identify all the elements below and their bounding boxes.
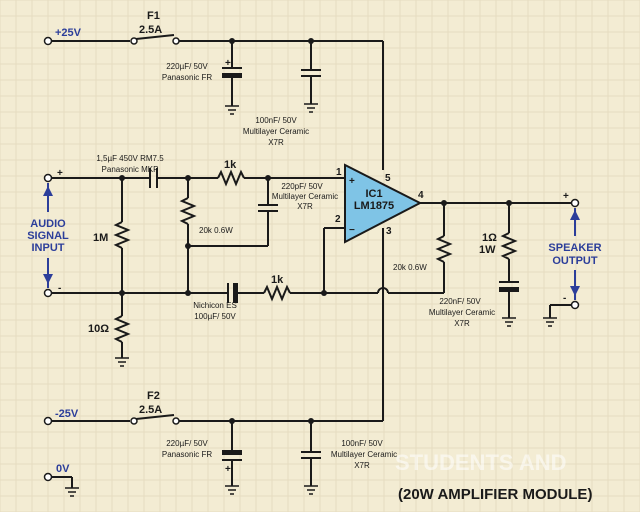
res-10-ohm-value: 10Ω — [88, 323, 109, 335]
cap-220pf-dielectric: X7R — [297, 202, 313, 211]
capacitor-100nf-bottom: 100nF/ 50V Multilayer Ceramic X7R — [301, 421, 397, 495]
cap-220uf-top-brand: Panasonic FR — [162, 73, 212, 82]
pin-3: 3 — [386, 226, 392, 237]
cap-zobel-type: Multilayer Ceramic — [429, 308, 495, 317]
fuse-f1-name: F1 — [147, 10, 160, 22]
negative-rail-label: -25V — [55, 408, 79, 420]
res-zobel-value: 1Ω — [482, 232, 497, 244]
input-minus-sign: - — [58, 283, 61, 294]
fuse-f2: F2 2.5A — [130, 390, 180, 425]
ground-terminal: 0V — [43, 463, 79, 497]
resistor-20k-bias: 20k 0.6W — [179, 178, 233, 293]
resistor-1m: 1M — [93, 178, 131, 293]
speaker-label-line1: SPEAKER — [548, 242, 601, 254]
positive-rail-terminal[interactable] — [43, 36, 53, 46]
input-label-line3: INPUT — [32, 242, 65, 254]
positive-rail: +25V F1 2.5A + 220µF/ 50V Panasonic FR — [43, 10, 384, 170]
res-1k-fb-value: 1k — [271, 274, 284, 286]
cap-100nf-bottom-dielectric: X7R — [354, 461, 370, 470]
fuse-f2-name: F2 — [147, 390, 160, 402]
input-label-line1: AUDIO — [30, 218, 66, 230]
speaker-plus-terminal[interactable] — [570, 198, 580, 208]
negative-rail-terminal[interactable] — [43, 416, 53, 426]
fuse-f2-rating: 2.5A — [139, 404, 162, 416]
pin-5: 5 — [385, 173, 391, 184]
cap-220uf-bottom-brand: Panasonic FR — [162, 450, 212, 459]
speaker-label-line2: OUTPUT — [552, 255, 598, 267]
capacitor-220uf-top: + 220µF/ 50V Panasonic FR — [162, 41, 242, 115]
cap-zobel-dielectric: X7R — [454, 319, 470, 328]
ground-label: 0V — [56, 463, 70, 475]
cap-zobel-spec: 220nF/ 50V — [439, 297, 481, 306]
speaker-minus-terminal[interactable] — [570, 300, 580, 310]
cap-fb-brand: Nichicon ES — [193, 301, 237, 310]
ic-noninverting-sign: + — [349, 176, 355, 187]
cap-fb-spec: 100µF/ 50V — [194, 312, 236, 321]
cap-220pf-type: Multilayer Ceramic — [272, 192, 338, 201]
cap-100nf-top-spec: 100nF/ 50V — [255, 116, 297, 125]
ground-terminal-pad[interactable] — [43, 472, 53, 482]
resistor-1k-feedback: 1k — [263, 274, 291, 302]
cap-220uf-bottom-spec: 220µF/ 50V — [166, 439, 208, 448]
pin-4: 4 — [418, 190, 424, 201]
fuse-f1-rating: 2.5A — [139, 24, 162, 36]
cap-220uf-top-spec: 220µF/ 50V — [166, 62, 208, 71]
capacitor-220nf-zobel: 220nF/ 50V Multilayer Ceramic X7R — [429, 281, 519, 328]
resistor-20k-feedback: 20k 0.6W — [393, 203, 453, 293]
cap-100nf-bottom-spec: 100nF/ 50V — [341, 439, 383, 448]
svg-text:+: + — [225, 58, 231, 69]
pin-2: 2 — [335, 214, 341, 225]
input-plus-sign: + — [57, 168, 63, 179]
svg-text:+: + — [225, 464, 231, 475]
resistor-1k-input: 1k — [217, 159, 245, 187]
ic1-lm1875: + − IC1 LM1875 1 2 3 4 5 — [335, 163, 424, 244]
speaker-minus-sign: - — [563, 293, 566, 304]
cap-100nf-top-dielectric: X7R — [268, 138, 284, 147]
capacitor-220uf-bottom: + 220µF/ 50V Panasonic FR — [162, 421, 242, 495]
capacitor-100nf-top: 100nF/ 50V Multilayer Ceramic X7R — [243, 41, 321, 147]
cap-input-spec: 1,5µF 450V RM7.5 — [96, 154, 164, 163]
speaker-output: + - SPEAKER OUTPUT — [543, 191, 602, 327]
cap-100nf-top-type: Multilayer Ceramic — [243, 127, 309, 136]
speaker-plus-sign: + — [563, 191, 569, 202]
input-minus-terminal[interactable] — [43, 288, 53, 298]
input-plus-terminal[interactable] — [43, 173, 53, 183]
resistor-1-ohm-zobel: 1Ω 1W — [479, 203, 518, 282]
res-20k-bias-value: 20k 0.6W — [199, 226, 233, 235]
capacitor-1-5uf-input: 1,5µF 450V RM7.5 Panasonic MKP — [96, 154, 164, 188]
cap-input-brand: Panasonic MKP — [102, 165, 159, 174]
capacitor-220pf: 220pF/ 50V Multilayer Ceramic X7R — [258, 178, 338, 246]
cap-220pf-spec: 220pF/ 50V — [281, 182, 323, 191]
cap-100nf-bottom-type: Multilayer Ceramic — [331, 450, 397, 459]
ic-inverting-sign: − — [349, 225, 355, 236]
res-1k-input-value: 1k — [224, 159, 237, 171]
capacitor-100uf-feedback: Nichicon ES 100µF/ 50V — [193, 283, 238, 321]
audio-input: + - AUDIO SIGNAL INPUT 1,5µF 450V RM7.5 … — [27, 154, 444, 367]
negative-rail: -25V F2 2.5A + 220µF/ 50V Panasonic FR — [43, 390, 397, 495]
ic-name: IC1 — [365, 188, 382, 200]
pin-1: 1 — [336, 167, 342, 178]
resistor-10-ohm: 10Ω — [88, 293, 131, 367]
res-20k-fb-value: 20k 0.6W — [393, 263, 427, 272]
res-zobel-power: 1W — [479, 244, 496, 256]
positive-rail-label: +25V — [55, 27, 82, 39]
ic-part: LM1875 — [354, 200, 394, 212]
diagram-title: (20W AMPLIFIER MODULE) — [398, 486, 592, 503]
res-1m-value: 1M — [93, 232, 108, 244]
watermark: STUDENTS AND — [395, 450, 567, 475]
output-network: 20k 0.6W 1Ω 1W 220nF/ 50V Multilayer Cer… — [393, 200, 572, 328]
input-label-line2: SIGNAL — [27, 230, 69, 242]
fuse-f1: F1 2.5A — [130, 10, 180, 45]
